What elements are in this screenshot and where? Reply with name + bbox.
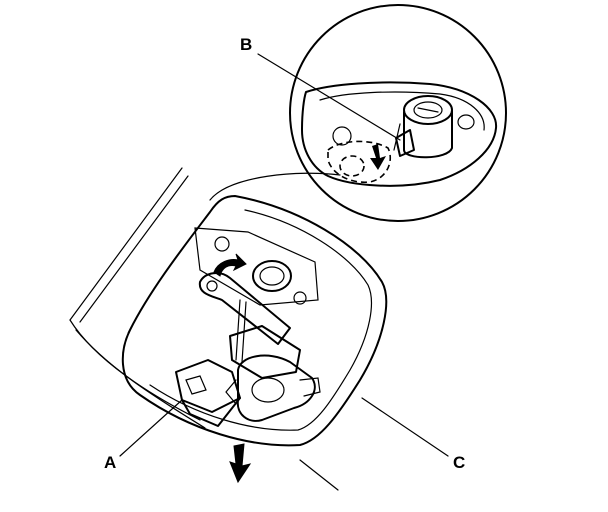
lid-actuator (175, 272, 321, 427)
fuel-lid-opening (121, 195, 388, 447)
filler-hole (252, 260, 292, 292)
callout-leaders (119, 53, 449, 457)
callout-label-b: B (240, 35, 252, 54)
callout-label-c: C (453, 453, 465, 472)
arrow-down-icon (229, 443, 252, 484)
callout-label-a: A (104, 453, 116, 472)
detail-inset (289, 4, 507, 222)
curved-arrow-icon (213, 253, 247, 277)
